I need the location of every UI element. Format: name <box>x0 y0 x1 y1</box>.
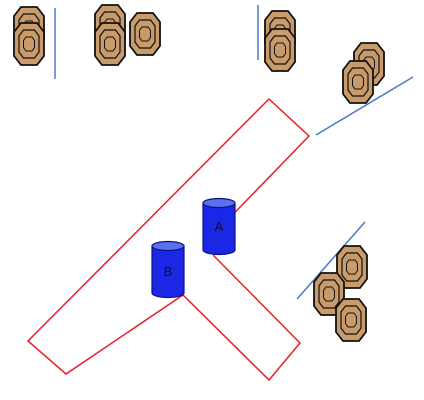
wall-line-right-upper <box>315 76 414 136</box>
steel-target <box>94 22 126 66</box>
steel-target <box>264 28 296 72</box>
barrel-a-label: A <box>215 219 224 234</box>
barrel-a: A <box>202 197 236 256</box>
target-group-top-center <box>94 4 161 66</box>
barrel-b: B <box>151 240 185 299</box>
steel-target <box>342 60 374 104</box>
barrel-b-label: B <box>164 264 173 279</box>
steel-target <box>335 298 367 342</box>
target-group-top-left <box>13 6 45 66</box>
target-group-right-lower <box>313 245 368 342</box>
course-boundary <box>26 97 311 382</box>
target-group-top-right-center <box>264 10 296 72</box>
steel-target <box>13 22 45 66</box>
steel-target <box>129 12 161 56</box>
wall-line-right-lower <box>296 221 366 300</box>
target-group-right-upper <box>342 42 385 104</box>
